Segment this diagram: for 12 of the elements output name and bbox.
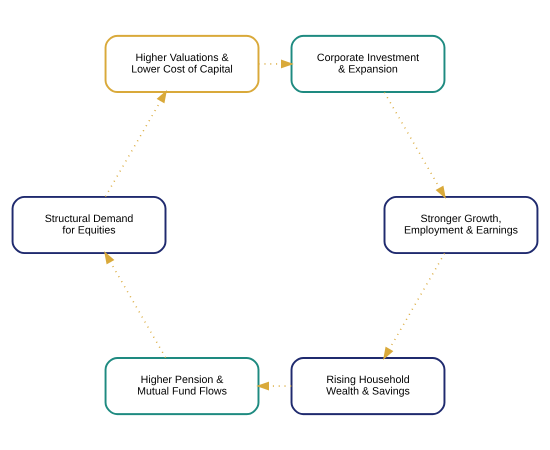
node-box: Structural Demand for Equities bbox=[12, 196, 166, 254]
node-box: Rising Household Wealth & Savings bbox=[290, 357, 446, 416]
arrow bbox=[383, 253, 446, 360]
node-box: Higher Pension & Mutual Fund Flows bbox=[104, 357, 260, 416]
arrow bbox=[104, 90, 167, 197]
node-box: Corporate Investment & Expansion bbox=[290, 34, 446, 93]
arrow bbox=[104, 251, 166, 358]
arrow bbox=[256, 382, 292, 391]
node-box: Higher Valuations & Lower Cost of Capital bbox=[104, 34, 260, 93]
arrow bbox=[384, 92, 446, 199]
arrow bbox=[258, 59, 294, 68]
node-box: Stronger Growth, Employment & Earnings bbox=[384, 196, 538, 254]
